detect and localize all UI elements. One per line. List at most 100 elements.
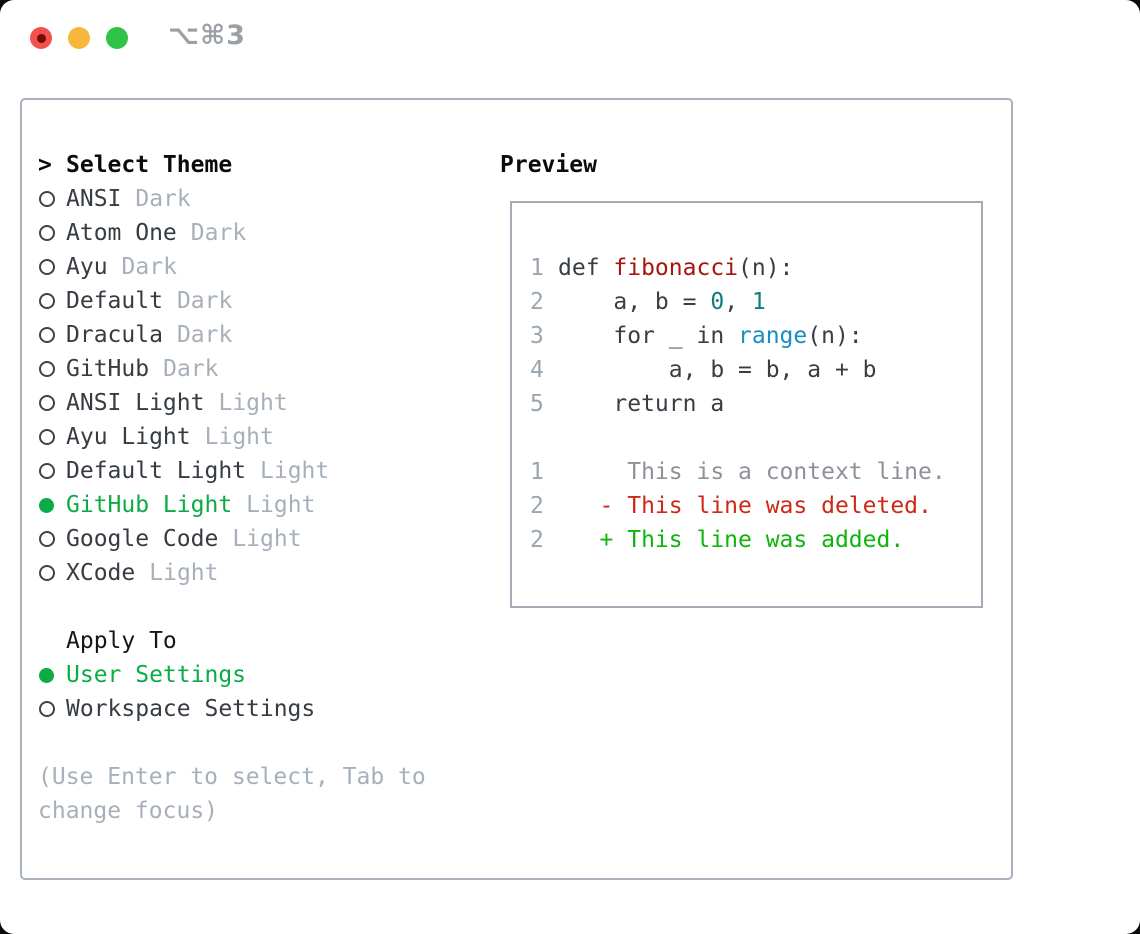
- theme-option[interactable]: Ayu Dark: [38, 250, 478, 284]
- radio-icon: [39, 667, 54, 683]
- theme-option-variant: Dark: [176, 322, 233, 348]
- radio-slot: [38, 565, 66, 581]
- zoom-button[interactable]: [106, 27, 128, 49]
- radio-icon: [39, 463, 55, 479]
- code-token-number: 0: [710, 289, 725, 315]
- theme-option-name: Dracula: [66, 322, 163, 348]
- theme-option-name: ANSI: [66, 186, 122, 212]
- line-number: 2: [530, 493, 544, 519]
- theme-option-variant: Light: [149, 560, 219, 586]
- apply-to-title: Apply To: [66, 628, 177, 654]
- theme-picker-header: > Select Theme: [38, 148, 478, 182]
- theme-option-name: Default: [66, 288, 163, 314]
- radio-slot: [38, 191, 66, 207]
- radio-icon: [39, 191, 55, 207]
- radio-slot: [38, 667, 66, 683]
- theme-option[interactable]: Default Light Light: [38, 454, 478, 488]
- code-line: 4 a, b = b, a + b: [530, 353, 981, 387]
- theme-option-name: ANSI Light: [66, 390, 205, 416]
- radio-icon: [39, 565, 55, 581]
- code-token-plain: a, b =: [558, 289, 711, 315]
- theme-option-variant: Dark: [190, 220, 247, 246]
- theme-option[interactable]: Atom One Dark: [38, 216, 478, 250]
- line-number: 2: [530, 527, 544, 553]
- line-number: 1: [530, 459, 544, 485]
- spacer: [38, 590, 478, 624]
- radio-slot: [38, 225, 66, 241]
- theme-option-variant: Dark: [135, 186, 191, 212]
- minimize-button[interactable]: [68, 27, 90, 49]
- theme-option-name: GitHub Light: [66, 492, 233, 518]
- prompt-caret-icon: >: [38, 152, 52, 178]
- radio-slot: [38, 361, 66, 377]
- theme-option-variant: Dark: [176, 288, 233, 314]
- radio-icon: [39, 259, 55, 275]
- radio-icon: [39, 327, 55, 343]
- radio-slot: [38, 429, 66, 445]
- line-number: 2: [530, 289, 544, 315]
- apply-option[interactable]: User Settings: [38, 658, 478, 692]
- theme-option-variant: Light: [260, 458, 330, 484]
- line-number: 1: [530, 255, 544, 281]
- close-button-dot-icon: [36, 33, 46, 43]
- code-token-builtin: range: [738, 323, 808, 349]
- radio-icon: [39, 429, 55, 445]
- code-line: 2 + This line was added.: [530, 523, 981, 557]
- theme-option-name: GitHub: [66, 356, 150, 382]
- theme-option[interactable]: Default Dark: [38, 284, 478, 318]
- theme-option-name: Atom One: [66, 220, 177, 246]
- theme-option[interactable]: ANSI Dark: [38, 182, 478, 216]
- theme-option-name: Ayu: [66, 254, 108, 280]
- code-token-context: This is a context line.: [558, 459, 946, 485]
- apply-option[interactable]: Workspace Settings: [38, 692, 478, 726]
- radio-slot: [38, 701, 66, 717]
- radio-slot: [38, 531, 66, 547]
- radio-icon: [39, 395, 55, 411]
- code-line: 2 a, b = 0, 1: [530, 285, 981, 319]
- radio-slot: [38, 463, 66, 479]
- code-token-plain: a, b = b, a + b: [558, 357, 877, 383]
- code-token-deleted: - This line was deleted.: [558, 493, 932, 519]
- theme-option-name: Ayu Light: [66, 424, 191, 450]
- close-button[interactable]: [30, 27, 52, 49]
- preview-title: Preview: [500, 152, 597, 178]
- code-token-plain: ,: [724, 289, 752, 315]
- theme-option-variant: Dark: [121, 254, 177, 280]
- code-line: 5 return a: [530, 387, 981, 421]
- code-token-plain: (n):: [738, 255, 794, 281]
- line-number: 4: [530, 357, 544, 383]
- code-token-plain: (n):: [807, 323, 863, 349]
- code-token-plain: def: [558, 255, 614, 281]
- code-blank-line: [530, 421, 981, 455]
- radio-icon: [39, 225, 55, 241]
- apply-option-label: User Settings: [66, 662, 247, 688]
- theme-option[interactable]: GitHub Light Light: [38, 488, 478, 522]
- hint-line-1: (Use Enter to select, Tab to: [38, 764, 426, 790]
- theme-option-name: Default Light: [66, 458, 247, 484]
- theme-option-variant: Light: [246, 492, 316, 518]
- theme-option[interactable]: XCode Light: [38, 556, 478, 590]
- radio-icon: [39, 497, 54, 513]
- line-number: 3: [530, 323, 544, 349]
- titlebar: ⌥⌘3: [0, 0, 1140, 76]
- code-token-number: 1: [751, 289, 766, 315]
- radio-slot: [38, 293, 66, 309]
- theme-option[interactable]: Ayu Light Light: [38, 420, 478, 454]
- radio-icon: [39, 701, 55, 717]
- theme-option-variant: Light: [204, 424, 274, 450]
- line-number: 5: [530, 391, 544, 417]
- apply-option-label: Workspace Settings: [66, 696, 316, 722]
- theme-option[interactable]: Dracula Dark: [38, 318, 478, 352]
- theme-option-name: XCode: [66, 560, 136, 586]
- prompt-slot: >: [38, 152, 66, 178]
- radio-slot: [38, 327, 66, 343]
